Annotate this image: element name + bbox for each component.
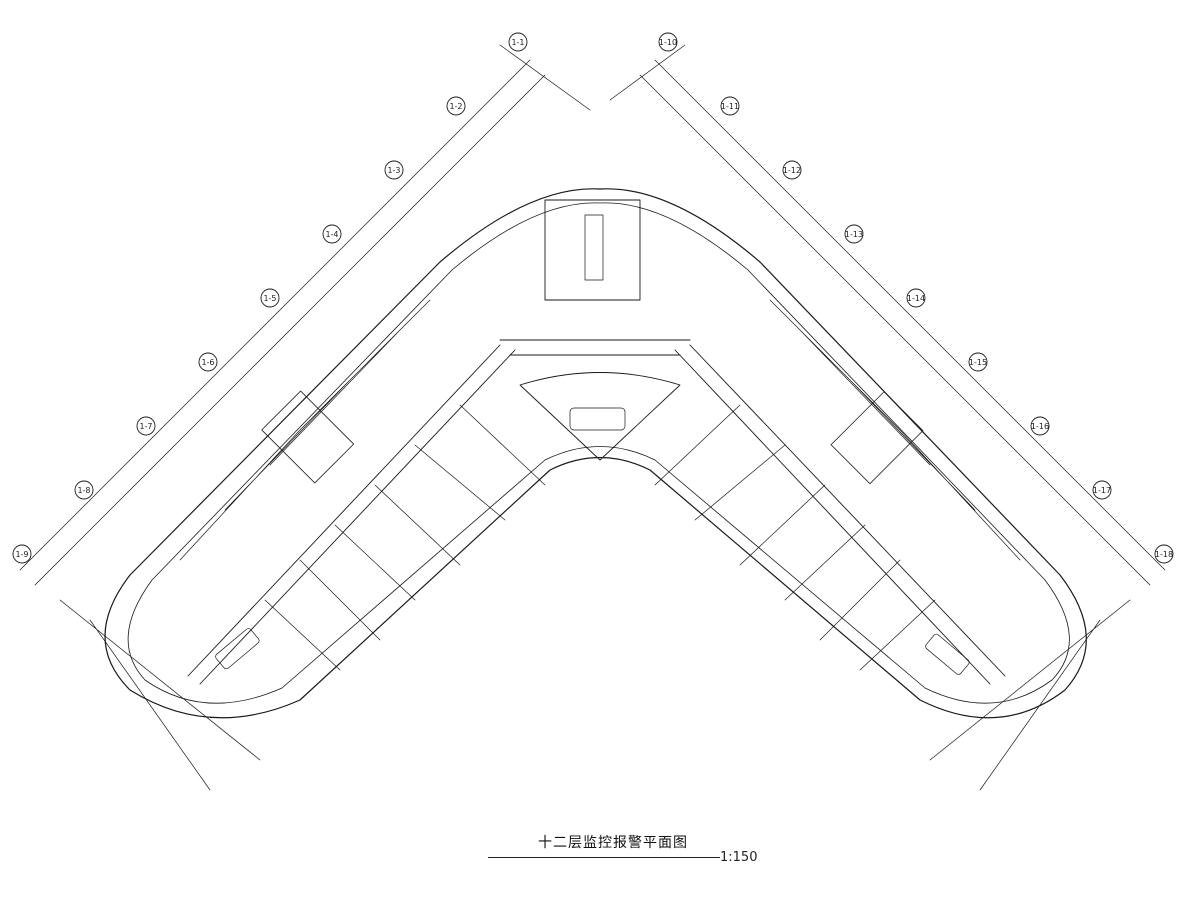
drawing-scale: 1:150 <box>720 850 758 865</box>
title-underline <box>488 857 720 858</box>
grid-marker-1-15 <box>968 352 988 372</box>
grid-marker-1-12 <box>782 160 802 180</box>
grid-marker-1-10 <box>658 32 678 52</box>
grid-marker-1-8 <box>74 480 94 500</box>
grid-marker-1-9 <box>12 544 32 564</box>
grid-marker-label: 1-18 <box>1155 550 1173 559</box>
grid-marker-1-5 <box>260 288 280 308</box>
drawing-title: 十二层监控报警平面图 <box>538 835 688 851</box>
top-meeting-room <box>544 199 641 301</box>
grid-marker-label: 1-1 <box>511 38 524 47</box>
grid-marker-label: 1-9 <box>15 550 28 559</box>
right-wing-partitions <box>654 299 1021 671</box>
grid-marker-label: 1-2 <box>449 102 462 111</box>
left-wing-partitions <box>179 299 546 671</box>
grid-marker-label: 1-7 <box>139 422 152 431</box>
right-corridor <box>674 344 1006 685</box>
top-meeting-table <box>584 214 604 281</box>
central-conference-room <box>519 372 681 461</box>
grid-marker-label: 1-8 <box>77 486 90 495</box>
grid-marker-1-11 <box>720 96 740 116</box>
grid-marker-label: 1-16 <box>1031 422 1049 431</box>
right-grid-markers: 1-10 1-11 1-12 1-13 1-14 1-15 1-16 1-17 1-18 <box>658 32 1174 564</box>
left-grid-markers: 1-1 1-2 1-3 1-4 1-5 1-6 1-7 1-8 1-9 <box>12 32 528 564</box>
central-lobby <box>499 339 691 356</box>
left-corridor <box>187 344 516 685</box>
grid-marker-1-1 <box>508 32 528 52</box>
grid-marker-label: 1-11 <box>721 102 739 111</box>
right-end-meeting-table <box>925 633 970 675</box>
grid-marker-label: 1-4 <box>325 230 338 239</box>
grid-marker-label: 1-10 <box>659 38 677 47</box>
left-stair-core <box>261 390 355 484</box>
grid-marker-1-7 <box>136 416 156 436</box>
grid-marker-label: 1-15 <box>969 358 987 367</box>
left-end-meeting-table <box>215 628 260 670</box>
grid-marker-1-4 <box>322 224 342 244</box>
grid-marker-1-2 <box>446 96 466 116</box>
grid-marker-label: 1-6 <box>201 358 214 367</box>
grid-marker-1-16 <box>1030 416 1050 436</box>
grid-marker-1-17 <box>1092 480 1112 500</box>
grid-marker-label: 1-13 <box>845 230 863 239</box>
grid-marker-label: 1-14 <box>907 294 925 303</box>
central-conference-table <box>569 407 626 431</box>
grid-marker-1-14 <box>906 288 926 308</box>
grid-marker-1-18 <box>1154 544 1174 564</box>
right-dimension-lines <box>609 44 1166 791</box>
grid-marker-1-6 <box>198 352 218 372</box>
grid-marker-label: 1-12 <box>783 166 801 175</box>
grid-marker-label: 1-17 <box>1093 486 1111 495</box>
building-outer-wall <box>104 188 1087 719</box>
grid-marker-1-3 <box>384 160 404 180</box>
building-inner-wall <box>127 202 1070 704</box>
grid-marker-label: 1-5 <box>263 294 276 303</box>
left-dimension-lines <box>19 44 591 791</box>
grid-marker-label: 1-3 <box>387 166 400 175</box>
title-block: 十二层监控报警平面图 1:150 <box>488 830 788 870</box>
right-stair-core <box>830 391 924 485</box>
grid-marker-1-13 <box>844 224 864 244</box>
